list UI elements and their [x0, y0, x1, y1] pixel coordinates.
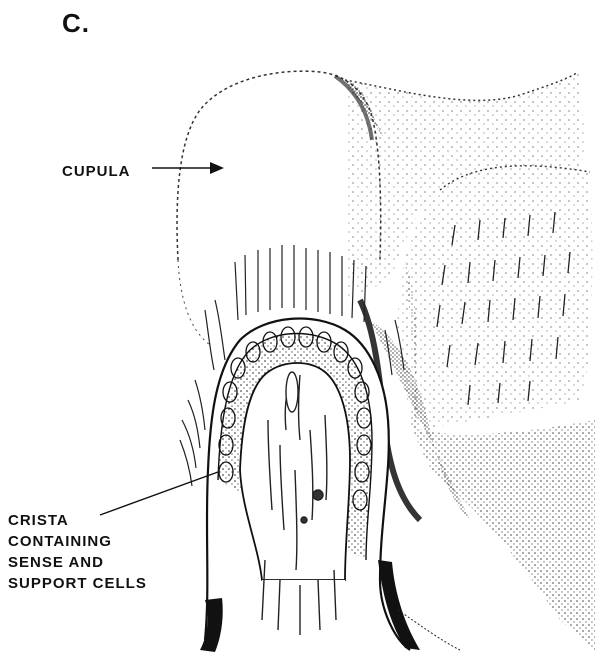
- panel-label: C.: [62, 8, 90, 39]
- cupula-label: CUPULA: [62, 161, 131, 182]
- label-pointers: [100, 162, 224, 515]
- crista-label-line: SENSE AND: [8, 552, 147, 573]
- crista-label-line: CRISTA: [8, 510, 147, 531]
- crista-label: CRISTA CONTAINING SENSE AND SUPPORT CELL…: [8, 510, 147, 594]
- crista-label-line: CONTAINING: [8, 531, 147, 552]
- crista-label-line: SUPPORT CELLS: [8, 573, 147, 594]
